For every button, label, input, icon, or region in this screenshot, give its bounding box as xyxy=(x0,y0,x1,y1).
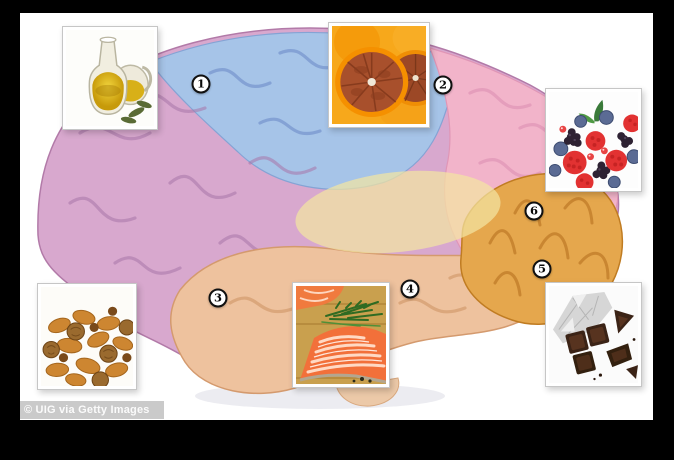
blood-oranges-photo xyxy=(328,22,430,128)
marker-6: 6 xyxy=(524,201,544,221)
olive-oil-photo xyxy=(62,26,158,130)
mixed-berries-photo xyxy=(545,88,642,192)
marker-3: 3 xyxy=(208,288,228,308)
brain-foods-diagram: 1 2 3 4 5 6 © UIG via Getty Images xyxy=(20,13,653,420)
salmon-art xyxy=(296,286,386,384)
marker-3-number: 3 xyxy=(213,290,222,305)
marker-4-number: 4 xyxy=(405,281,414,296)
olive-oil-art xyxy=(66,30,154,126)
marker-1-number: 1 xyxy=(196,76,205,91)
cerebellum-fold-lines xyxy=(488,197,610,297)
marker-1: 1 xyxy=(191,74,211,94)
salmon-photo xyxy=(292,282,390,388)
getty-watermark-text: © UIG via Getty Images xyxy=(24,404,150,416)
marker-5-number: 5 xyxy=(537,261,546,276)
marker-2: 2 xyxy=(433,75,453,95)
highlight-overlay xyxy=(295,170,501,254)
marker-4: 4 xyxy=(400,279,420,299)
dark-chocolate-art xyxy=(549,286,638,383)
dark-chocolate-photo xyxy=(545,282,642,387)
mixed-nuts-art xyxy=(41,287,133,386)
marker-6-number: 6 xyxy=(529,203,538,218)
blood-oranges-art xyxy=(332,26,426,124)
marker-2-number: 2 xyxy=(438,77,447,92)
frontal-gyri-lines xyxy=(68,93,317,304)
getty-watermark: © UIG via Getty Images xyxy=(20,401,164,419)
mixed-berries-art xyxy=(549,92,638,188)
mixed-nuts-photo xyxy=(37,283,137,390)
marker-5: 5 xyxy=(532,259,552,279)
